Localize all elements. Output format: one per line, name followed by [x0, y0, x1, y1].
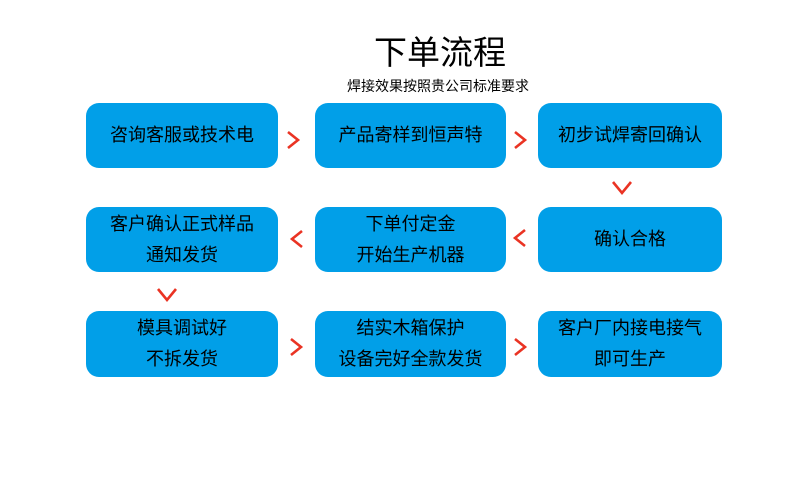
flow-step-order-deposit: 下单付定金 开始生产机器 [315, 207, 506, 272]
arrow-right-icon [290, 337, 304, 357]
flow-step-text: 开始生产机器 [356, 244, 465, 265]
arrow-left-icon [512, 228, 526, 248]
arrow-down-icon [156, 288, 178, 303]
arrow-down-icon [611, 181, 633, 196]
arrow-right-icon [287, 130, 301, 150]
flow-step-text: 确认合格 [594, 229, 666, 249]
flow-step-text: 客户厂内接电接气 [558, 318, 702, 338]
flow-step-text: 下单付定金 [365, 213, 456, 234]
flow-step-text: 即可生产 [594, 349, 666, 369]
flow-step-text: 不拆发货 [146, 349, 218, 369]
flow-step-wooden-crate: 结实木箱保护 设备完好全款发货 [315, 311, 506, 377]
flow-step-text: 设备完好全款发货 [338, 349, 483, 369]
flow-step-send-sample: 产品寄样到恒声特 [315, 103, 506, 168]
flow-step-text: 初步试焊寄回确认 [558, 125, 702, 145]
flow-step-consult: 咨询客服或技术电 [86, 103, 278, 168]
flow-step-mold-debug: 模具调试好 不拆发货 [86, 311, 278, 377]
flow-step-confirm-qualified: 确认合格 [538, 207, 722, 272]
page-title: 下单流程 [374, 34, 506, 71]
flow-step-text: 咨询客服或技术电 [110, 125, 254, 145]
flow-step-text: 产品寄样到恒声特 [338, 125, 483, 145]
flow-step-text: 结实木箱保护 [356, 318, 465, 338]
page-subtitle: 焊接效果按照贵公司标准要求 [347, 78, 529, 94]
flow-step-customer-setup: 客户厂内接电接气 即可生产 [538, 311, 722, 377]
flow-step-text: 通知发货 [146, 244, 218, 265]
flow-step-text: 模具调试好 [137, 318, 227, 338]
flow-step-trial-weld: 初步试焊寄回确认 [538, 103, 722, 168]
flow-step-text: 客户确认正式样品 [110, 213, 254, 234]
arrow-left-icon [289, 229, 303, 249]
flow-step-confirm-sample-ship: 客户确认正式样品 通知发货 [86, 207, 278, 272]
arrow-right-icon [514, 337, 528, 357]
arrow-right-icon [514, 130, 528, 150]
